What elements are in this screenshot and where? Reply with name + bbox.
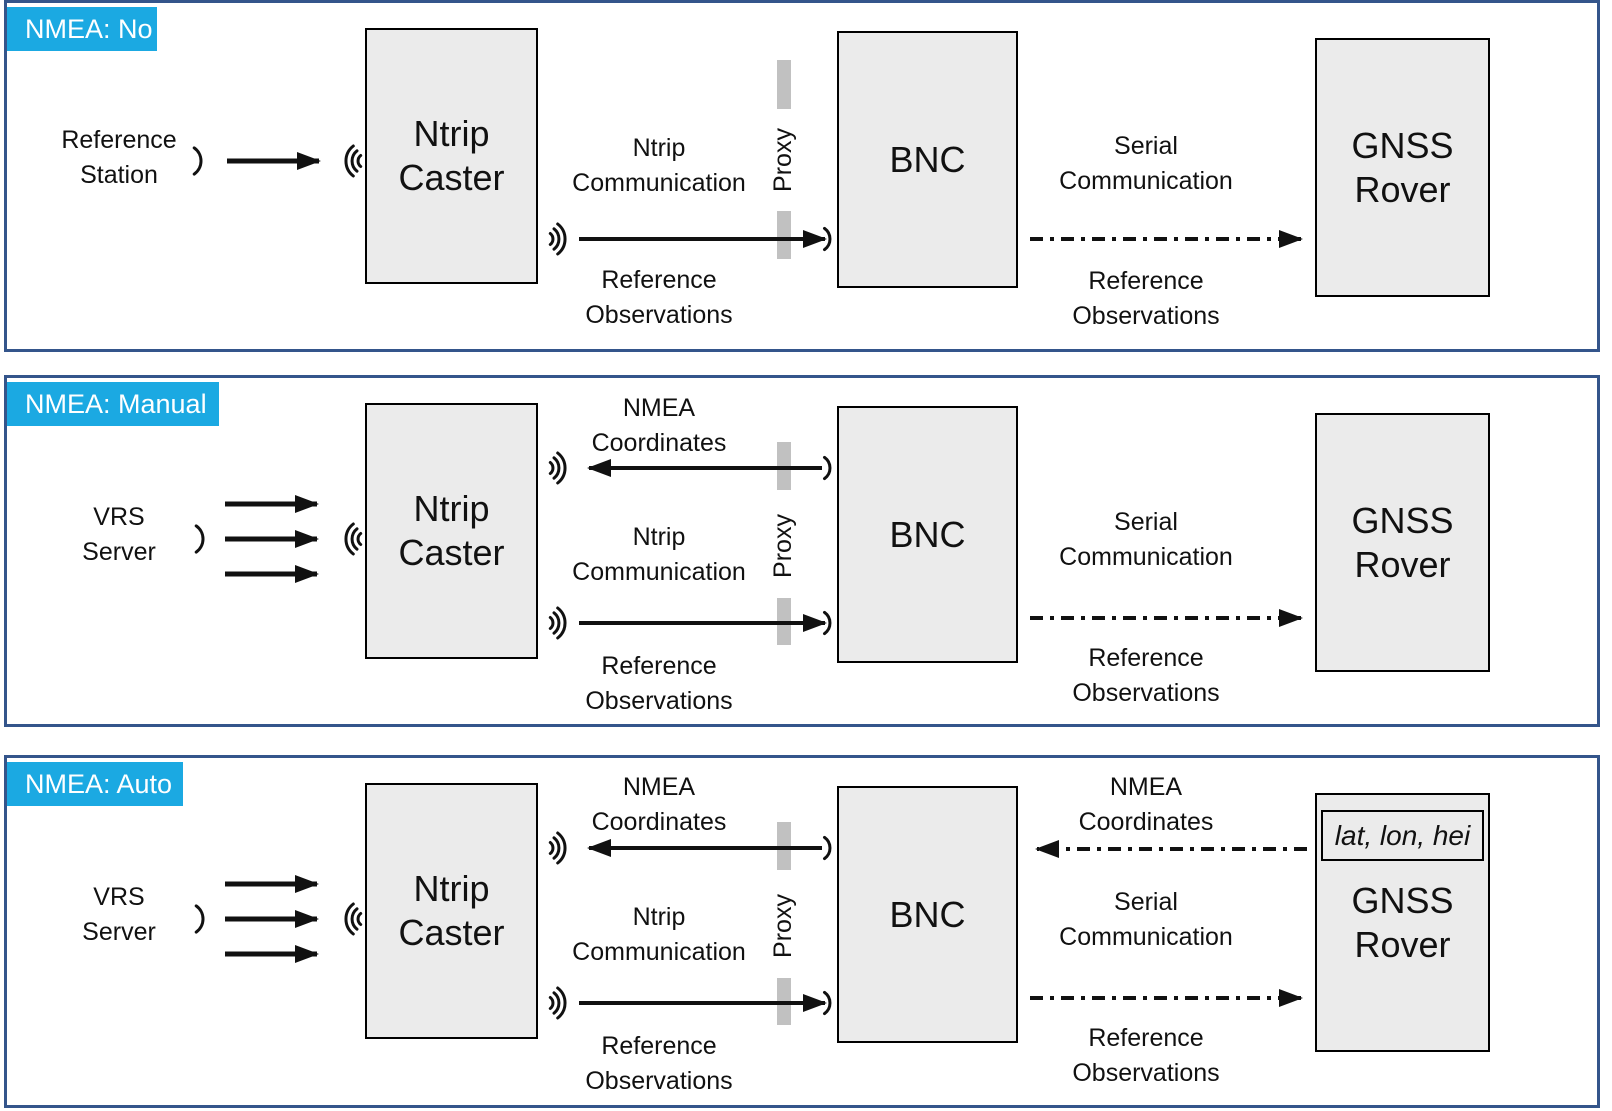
bnc-label: BNC bbox=[889, 513, 966, 555]
vrs-server-label: VRS Server bbox=[82, 883, 156, 946]
proxy-label: Proxy bbox=[769, 894, 797, 958]
serial-communication-label: Serial Communication bbox=[1059, 132, 1233, 195]
wifi-waves-icon bbox=[548, 986, 567, 1020]
antenna-arc-icon bbox=[823, 455, 832, 481]
serial-communication-label: Serial Communication bbox=[1059, 508, 1233, 571]
wifi-waves-icon bbox=[548, 451, 567, 485]
serial-communication-label: Serial Communication bbox=[1059, 888, 1233, 951]
bnc-box: BNC bbox=[837, 786, 1018, 1043]
rover-coordinates-value: lat, lon, hei bbox=[1334, 819, 1471, 851]
gnss-rover-label: GNSS Rover bbox=[1351, 499, 1454, 585]
antenna-arc-icon bbox=[823, 610, 832, 636]
nmea-mode-badge: NMEA: Auto bbox=[7, 762, 183, 806]
ntrip-caster-box: Ntrip Caster bbox=[365, 403, 538, 659]
reference-observations-right-label: Reference Observations bbox=[1072, 644, 1220, 707]
proxy-barrier-segment bbox=[777, 211, 791, 259]
diagram-arrows-layer bbox=[194, 822, 1307, 1025]
reference-observations-mid-label: Reference Observations bbox=[585, 266, 733, 329]
ntrip-caster-box: Ntrip Caster bbox=[365, 783, 538, 1039]
panel-nmea-auto: NMEA: Auto VRS Server Ntrip Caster BNC G… bbox=[4, 755, 1600, 1108]
proxy-barrier-segment bbox=[777, 60, 791, 109]
nmea-mode-badge: NMEA: No bbox=[7, 7, 157, 51]
ntrip-caster-label: Ntrip Caster bbox=[398, 113, 505, 198]
gnss-rover-label: GNSS Rover bbox=[1351, 124, 1454, 210]
antenna-arc-icon bbox=[823, 990, 832, 1016]
antenna-arc-icon bbox=[823, 835, 832, 861]
reference-observations-mid-label: Reference Observations bbox=[585, 652, 733, 715]
proxy-label: Proxy bbox=[769, 514, 797, 578]
antenna-arc-icon bbox=[194, 904, 205, 934]
antenna-arc-icon bbox=[823, 226, 832, 252]
antenna-arc-icon bbox=[192, 146, 203, 176]
wifi-waves-icon bbox=[344, 144, 363, 178]
bnc-label: BNC bbox=[889, 138, 966, 180]
gnss-rover-label: GNSS Rover bbox=[1351, 879, 1454, 965]
wifi-waves-icon bbox=[344, 522, 363, 556]
reference-observations-mid-label: Reference Observations bbox=[585, 1032, 733, 1095]
reference-station-label: Reference Station bbox=[61, 126, 177, 189]
bnc-box: BNC bbox=[837, 31, 1018, 288]
wifi-waves-icon bbox=[548, 831, 567, 865]
bnc-box: BNC bbox=[837, 406, 1018, 663]
wifi-waves-icon bbox=[344, 902, 363, 936]
gnss-rover-box: GNSS Rover bbox=[1315, 413, 1490, 672]
ntrip-caster-box: Ntrip Caster bbox=[365, 28, 538, 284]
nmea-mode-badge: NMEA: Manual bbox=[7, 382, 219, 426]
panel-nmea-manual: NMEA: Manual VRS Server Ntrip Caster BNC… bbox=[4, 375, 1600, 727]
ntrip-caster-label: Ntrip Caster bbox=[398, 868, 505, 953]
antenna-arc-icon bbox=[194, 524, 205, 554]
reference-observations-right-label: Reference Observations bbox=[1072, 267, 1220, 330]
nmea-coordinates-label: NMEA Coordinates bbox=[591, 773, 727, 836]
nmea-coordinates-right-label: NMEA Coordinates bbox=[1078, 773, 1214, 836]
ntrip-communication-label: Ntrip Communication bbox=[572, 903, 746, 966]
proxy-label: Proxy bbox=[769, 128, 797, 192]
panel-nmea-no: NMEA: No Reference Station Ntrip Caster … bbox=[4, 0, 1600, 352]
rover-coordinates-box: lat, lon, hei bbox=[1321, 810, 1484, 861]
bnc-label: BNC bbox=[889, 893, 966, 935]
wifi-waves-icon bbox=[548, 606, 567, 640]
reference-observations-right-label: Reference Observations bbox=[1072, 1024, 1220, 1087]
nmea-coordinates-label: NMEA Coordinates bbox=[591, 394, 727, 457]
vrs-server-label: VRS Server bbox=[82, 503, 156, 566]
wifi-waves-icon bbox=[548, 222, 567, 256]
gnss-rover-box: GNSS Rover bbox=[1315, 38, 1490, 297]
ntrip-communication-label: Ntrip Communication bbox=[572, 134, 746, 197]
ntrip-communication-label: Ntrip Communication bbox=[572, 523, 746, 586]
diagram-arrows-layer bbox=[192, 60, 1303, 259]
diagram-arrows-layer bbox=[194, 442, 1303, 645]
ntrip-caster-label: Ntrip Caster bbox=[398, 488, 505, 573]
